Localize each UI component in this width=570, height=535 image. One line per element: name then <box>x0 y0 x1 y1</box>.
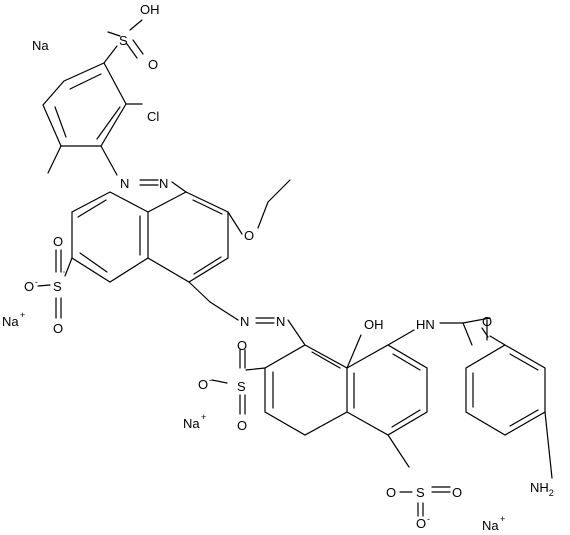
oh-top-label: OH <box>140 2 160 17</box>
azo-n2-label: N <box>159 176 168 191</box>
sulfonate-group-left <box>37 249 65 319</box>
minus-mid: - <box>209 375 212 385</box>
na-top-label: Na <box>32 38 49 53</box>
o-amide-label: O <box>482 314 492 329</box>
o-mid-down-label: O <box>237 418 247 433</box>
o-top-label: O <box>148 57 158 72</box>
azo-n4-label: N <box>276 314 285 329</box>
plus-left: + <box>20 310 25 320</box>
o-bottom-right-label: O <box>452 485 462 500</box>
azo-upper-bonds <box>139 179 187 193</box>
azo-lower-bonds <box>209 301 306 346</box>
ring-a-bonds <box>42 45 143 176</box>
o-minus-bottom-label: O <box>416 516 426 531</box>
azo-n1-label: N <box>120 176 129 191</box>
sulfonate-group-mid <box>211 349 246 415</box>
s-top-label: S <box>119 33 128 48</box>
o-minus-mid-label: O <box>198 377 208 392</box>
plus-mid: + <box>201 412 206 422</box>
minus-bottom: - <box>427 514 430 524</box>
o-ethoxy-label: O <box>244 228 254 243</box>
na-left-label: Na <box>2 314 19 329</box>
amide-bonds <box>439 317 491 346</box>
naphthalene-1-bonds <box>64 179 291 303</box>
aminophenyl-bonds <box>465 335 553 479</box>
o-left-down-label: O <box>53 321 63 336</box>
sulfo-group-top <box>107 19 144 59</box>
na-mid-label: Na <box>183 416 200 431</box>
o-minus-left-label: O <box>24 279 34 294</box>
oh-mid-label: OH <box>364 317 384 332</box>
o-left-up-label: O <box>53 234 63 249</box>
naphthalene-2-bonds <box>245 329 428 468</box>
na-bottom-label: Na <box>482 518 499 533</box>
s-left-label: S <box>53 279 62 294</box>
nh-label: HN <box>416 317 435 332</box>
azo-n3-label: N <box>240 314 249 329</box>
s-bottom-label: S <box>416 485 425 500</box>
sulfonate-group-bottom <box>399 486 451 517</box>
o-mid-up-label: O <box>237 338 247 353</box>
minus-left: - <box>35 277 38 287</box>
nh2-label: NH2 <box>530 480 554 498</box>
s-mid-label: S <box>237 379 246 394</box>
cl-label: Cl <box>147 109 159 124</box>
o-bottom-left-label: O <box>386 485 396 500</box>
plus-bottom: + <box>500 514 505 524</box>
